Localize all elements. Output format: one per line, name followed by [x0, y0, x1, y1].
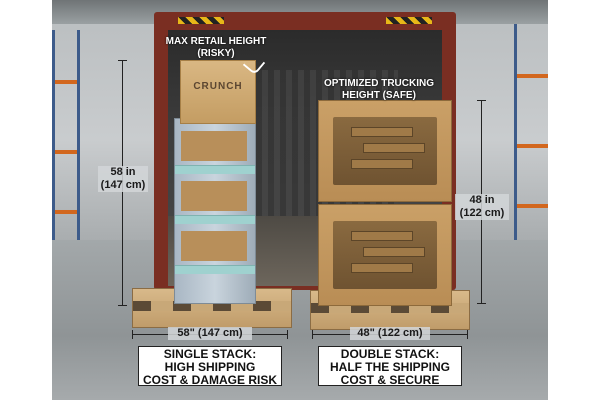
- double-stack-caption-line1: DOUBLE STACK:: [340, 347, 440, 361]
- left-height-in: 58 in: [110, 166, 136, 178]
- single-stack-caption: SINGLE STACK: HIGH SHIPPING COST & DAMAG…: [138, 346, 282, 387]
- brand-label: CRUNCH: [193, 81, 243, 92]
- shelf-lip-2: [175, 215, 255, 224]
- right-height-in: 48 in: [469, 194, 495, 206]
- shelf-lip-3: [175, 265, 255, 274]
- left-height-cm: (147 cm): [100, 179, 146, 191]
- double-stack-caption: DOUBLE STACK: HALF THE SHIPPING COST & S…: [318, 346, 462, 387]
- left-height-label: 58 in (147 cm): [98, 166, 148, 192]
- single-stack-caption-line2: HIGH SHIPPING: [164, 360, 256, 374]
- double-stack-caption-line2: HALF THE SHIPPING: [329, 360, 450, 374]
- left-shelving-rack: [52, 30, 80, 240]
- hazard-stripe-right: [386, 17, 432, 24]
- display-stand: [174, 118, 256, 304]
- product-stack: [363, 247, 425, 257]
- product-stack: [351, 263, 413, 273]
- product-stack: [351, 127, 413, 137]
- box-cutout-top: [333, 117, 437, 185]
- box-bottom: [318, 204, 452, 306]
- right-height-label: 48 in (122 cm): [455, 194, 509, 220]
- right-height-cm: (122 cm): [459, 207, 505, 219]
- right-annotation: OPTIMIZED TRUCKING HEIGHT (SAFE): [314, 78, 444, 102]
- box-top: [318, 100, 452, 202]
- product-stack: [351, 159, 413, 169]
- double-stack-caption-line3: COST & SECURE: [340, 373, 440, 387]
- left-annotation-line1: MAX RETAIL HEIGHT: [165, 36, 267, 47]
- hazard-stripe-left: [178, 17, 224, 24]
- right-annotation-line1: OPTIMIZED TRUCKING: [324, 78, 434, 89]
- single-stack-caption-line1: SINGLE STACK:: [163, 347, 257, 361]
- left-width-label: 58" (147 cm): [168, 327, 252, 340]
- left-annotation: MAX RETAIL HEIGHT (RISKY): [156, 36, 276, 60]
- stacked-boxes: [318, 100, 452, 306]
- shelf-back-2: [181, 181, 247, 211]
- shelf-back-1: [181, 131, 247, 161]
- right-annotation-line2: HEIGHT (SAFE): [342, 90, 416, 101]
- product-stack: [363, 143, 425, 153]
- single-stack-caption-line3: COST & DAMAGE RISK: [142, 373, 277, 387]
- right-shelving-rack: [514, 24, 548, 240]
- display-header-card: CRUNCH: [180, 60, 256, 124]
- product-stack: [351, 231, 413, 241]
- box-cutout-bottom: [333, 221, 437, 289]
- shelf-back-3: [181, 231, 247, 261]
- shelf-lip-1: [175, 165, 255, 174]
- right-width-label: 48" (122 cm): [350, 327, 430, 340]
- left-annotation-line2: (RISKY): [197, 48, 235, 59]
